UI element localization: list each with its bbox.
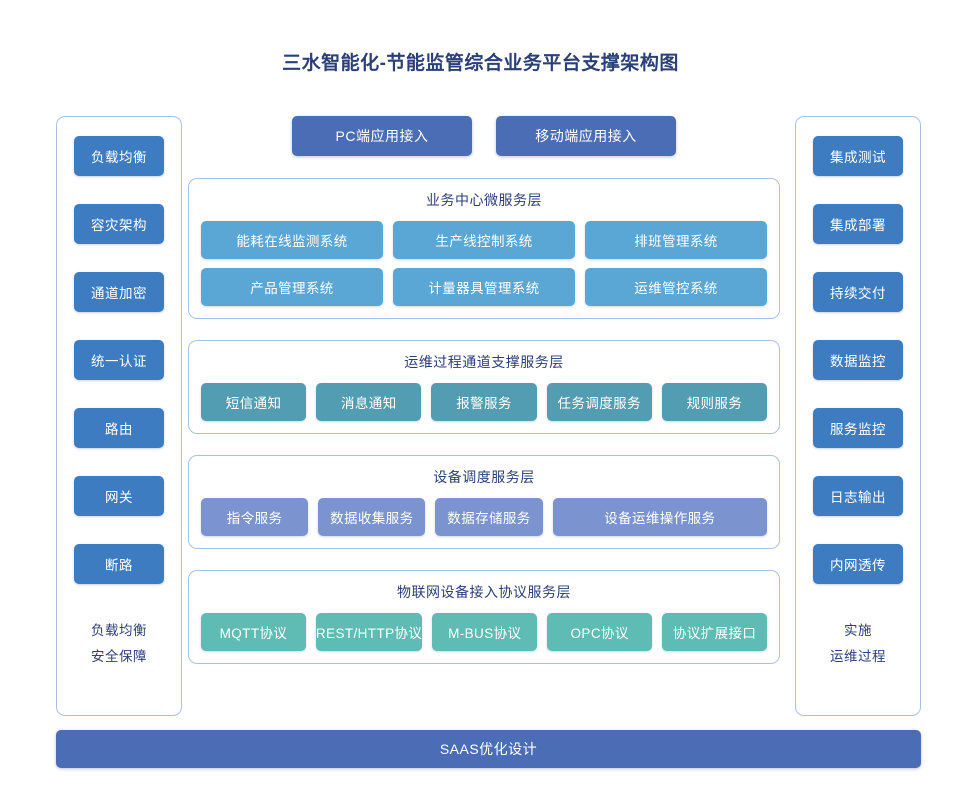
chip-message-notification[interactable]: 消息通知 — [316, 383, 422, 421]
access-row: PC端应用接入 移动端应用接入 — [188, 116, 780, 156]
layer-device-scheduling-title: 设备调度服务层 — [433, 469, 535, 485]
layer-ops-support: 运维过程通道支撑服务层 短信通知 消息通知 报警服务 任务调度服务 规则服务 — [188, 340, 780, 434]
center-column: PC端应用接入 移动端应用接入 业务中心微服务层 能耗在线监测系统 生产线控制系… — [188, 116, 780, 685]
access-button-pc[interactable]: PC端应用接入 — [292, 116, 472, 156]
chip-energy-monitoring[interactable]: 能耗在线监测系统 — [201, 221, 383, 259]
layer-iot-protocol: 物联网设备接入协议服务层 MQTT协议 REST/HTTP协议 M-BUS协议 … — [188, 570, 780, 664]
right-pillar-item-3[interactable]: 数据监控 — [813, 340, 903, 380]
layer-business-row-1: 能耗在线监测系统 生产线控制系统 排班管理系统 — [201, 221, 767, 259]
page-title: 三水智能化-节能监管综合业务平台支撑架构图 — [282, 53, 679, 74]
right-pillar-item-2[interactable]: 持续交付 — [813, 272, 903, 312]
chip-protocol-extension-interface[interactable]: 协议扩展接口 — [662, 613, 768, 651]
left-pillar-footer-line-1: 负载均衡 — [91, 623, 147, 638]
right-pillar-footer: 实施 运维过程 — [830, 618, 886, 670]
left-pillar-item-3[interactable]: 统一认证 — [74, 340, 164, 380]
chip-ops-control[interactable]: 运维管控系统 — [585, 268, 767, 306]
layer-ops-support-title: 运维过程通道支撑服务层 — [404, 354, 564, 370]
left-pillar-item-4[interactable]: 路由 — [74, 408, 164, 448]
chip-shift-management[interactable]: 排班管理系统 — [585, 221, 767, 259]
layer-iot-protocol-row-1: MQTT协议 REST/HTTP协议 M-BUS协议 OPC协议 协议扩展接口 — [201, 613, 768, 651]
left-pillar-item-6[interactable]: 断路 — [74, 544, 164, 584]
chip-command-service[interactable]: 指令服务 — [201, 498, 309, 536]
chip-product-management[interactable]: 产品管理系统 — [201, 268, 383, 306]
chip-metering-instrument-management[interactable]: 计量器具管理系统 — [393, 268, 575, 306]
chip-mqtt-protocol[interactable]: MQTT协议 — [201, 613, 306, 651]
chip-mbus-protocol[interactable]: M-BUS协议 — [432, 613, 538, 651]
left-pillar: 负载均衡 容灾架构 通道加密 统一认证 路由 网关 断路 负载均衡 安全保障 — [56, 116, 182, 716]
layer-business-title: 业务中心微服务层 — [426, 192, 542, 208]
right-pillar-item-4[interactable]: 服务监控 — [813, 408, 903, 448]
layer-business: 业务中心微服务层 能耗在线监测系统 生产线控制系统 排班管理系统 产品管理系统 … — [188, 178, 780, 319]
chip-rule-service[interactable]: 规则服务 — [661, 383, 768, 421]
layer-device-scheduling: 设备调度服务层 指令服务 数据收集服务 数据存储服务 设备运维操作服务 — [188, 455, 780, 549]
chip-data-storage-service[interactable]: 数据存储服务 — [435, 498, 543, 536]
layer-iot-protocol-title: 物联网设备接入协议服务层 — [397, 584, 571, 600]
chip-opc-protocol[interactable]: OPC协议 — [547, 613, 653, 651]
right-pillar-footer-line-1: 实施 — [844, 623, 872, 638]
access-button-mobile[interactable]: 移动端应用接入 — [496, 116, 676, 156]
right-pillar-footer-line-2: 运维过程 — [830, 649, 886, 664]
chip-production-line-control[interactable]: 生产线控制系统 — [393, 221, 575, 259]
chip-rest-http-protocol[interactable]: REST/HTTP协议 — [315, 613, 423, 651]
saas-optimization-bar[interactable]: SAAS优化设计 — [56, 730, 921, 768]
left-pillar-footer-line-2: 安全保障 — [91, 649, 147, 664]
left-pillar-item-2[interactable]: 通道加密 — [74, 272, 164, 312]
right-pillar: 集成测试 集成部署 持续交付 数据监控 服务监控 日志输出 内网透传 实施 运维… — [795, 116, 921, 716]
right-pillar-item-0[interactable]: 集成测试 — [813, 136, 903, 176]
layer-ops-support-row-1: 短信通知 消息通知 报警服务 任务调度服务 规则服务 — [201, 383, 768, 421]
right-pillar-item-6[interactable]: 内网透传 — [813, 544, 903, 584]
chip-sms-notification[interactable]: 短信通知 — [201, 383, 307, 421]
layer-business-row-2: 产品管理系统 计量器具管理系统 运维管控系统 — [201, 268, 767, 306]
chip-device-ops-operation-service[interactable]: 设备运维操作服务 — [552, 498, 768, 536]
layer-device-scheduling-row-1: 指令服务 数据收集服务 数据存储服务 设备运维操作服务 — [201, 498, 768, 536]
chip-task-scheduling-service[interactable]: 任务调度服务 — [546, 383, 652, 421]
left-pillar-item-5[interactable]: 网关 — [74, 476, 164, 516]
right-pillar-item-1[interactable]: 集成部署 — [813, 204, 903, 244]
right-pillar-item-5[interactable]: 日志输出 — [813, 476, 903, 516]
left-pillar-item-0[interactable]: 负载均衡 — [74, 136, 164, 176]
chip-alarm-service[interactable]: 报警服务 — [431, 383, 537, 421]
chip-data-collection-service[interactable]: 数据收集服务 — [318, 498, 426, 536]
left-pillar-item-1[interactable]: 容灾架构 — [74, 204, 164, 244]
left-pillar-footer: 负载均衡 安全保障 — [91, 618, 147, 670]
